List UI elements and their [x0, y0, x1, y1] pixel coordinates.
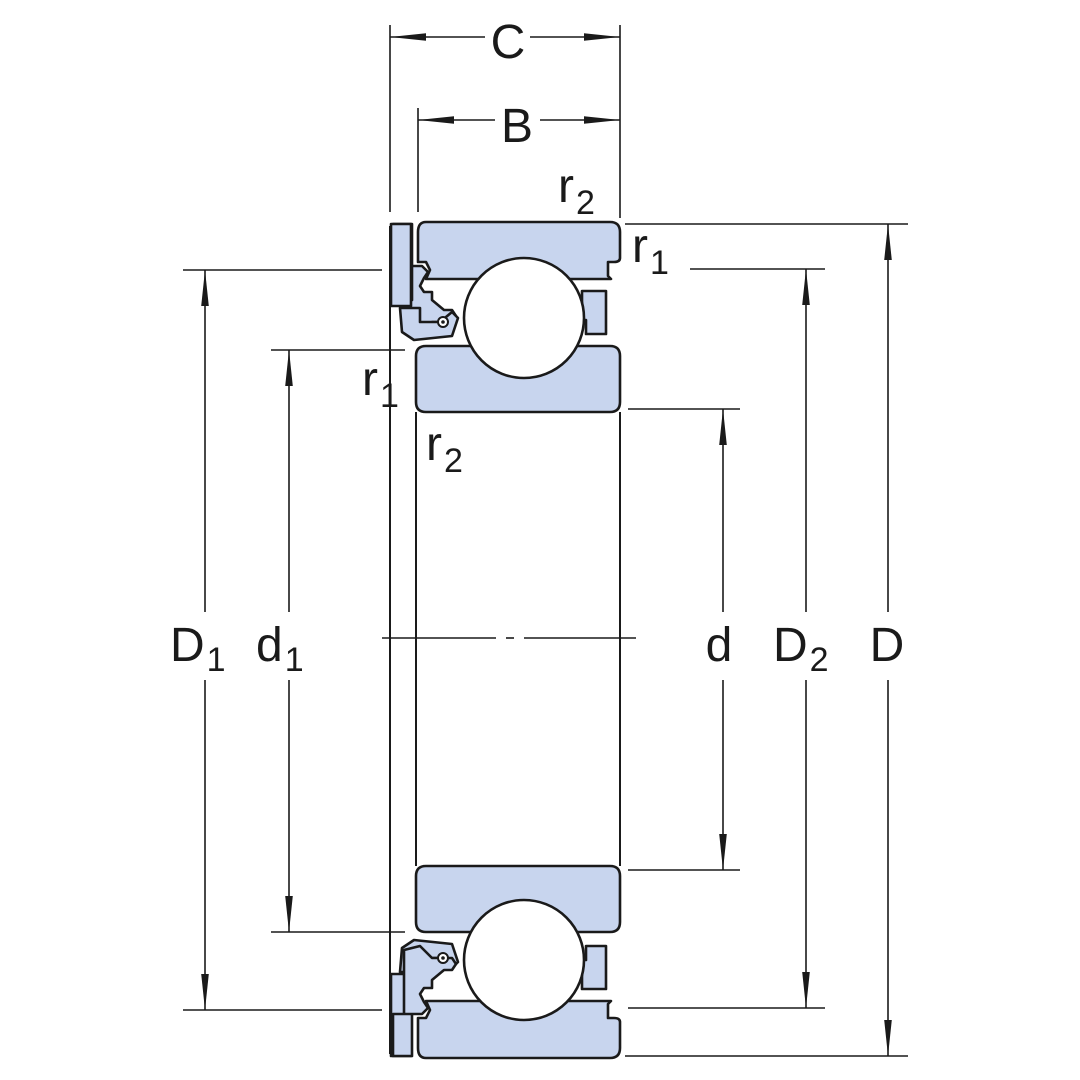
label-d1: d1	[256, 619, 304, 679]
outer-ring-bottom	[416, 999, 622, 1060]
cage-bottom	[580, 944, 608, 991]
bearing-section	[389, 220, 622, 1060]
shield-plate-top	[389, 222, 413, 308]
seal-lip-top	[398, 306, 460, 342]
ball-bottom	[462, 898, 586, 1022]
top-half	[389, 220, 622, 414]
label-d: d	[706, 619, 733, 672]
cage-top	[580, 289, 608, 336]
ball-top	[462, 256, 586, 380]
label-r2-left: r2	[426, 418, 463, 480]
label-r1-left: r1	[362, 353, 399, 415]
label-r1-top: r1	[632, 220, 669, 282]
label-D1: D1	[170, 619, 226, 679]
label-B: B	[501, 100, 533, 153]
extension-lines	[183, 25, 908, 1057]
label-D2: D2	[773, 619, 829, 679]
outer-ring-top	[416, 220, 622, 281]
label-C: C	[491, 16, 526, 69]
dimension-labels: C B r2 r1 r1 r2 D1 d1 d D2 D	[170, 16, 904, 679]
bottom-half	[389, 864, 622, 1060]
dimension-lines	[201, 33, 892, 1056]
label-r2-top: r2	[558, 160, 595, 222]
label-D: D	[870, 619, 905, 672]
